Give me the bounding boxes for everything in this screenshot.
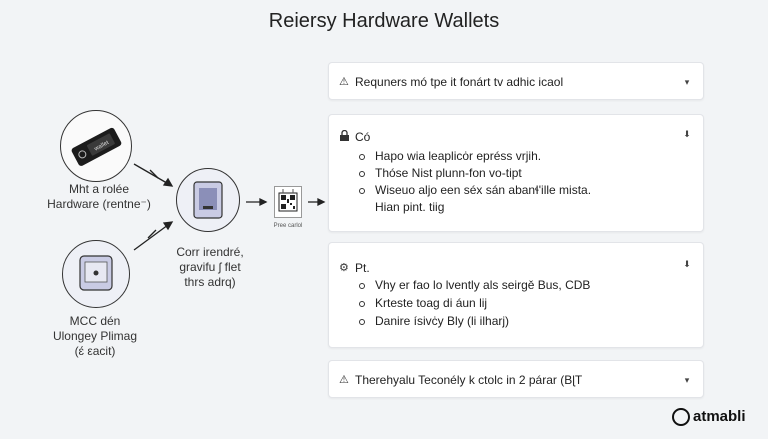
notice-1-text: Requners mó tpe it fonárt tv adhic icaol: [355, 75, 564, 89]
brand-logo: atmabli: [672, 408, 746, 427]
device-circle: [176, 168, 240, 232]
backup-circle: [62, 240, 130, 308]
phone-device-icon: [193, 181, 223, 219]
qr-code-icon: [278, 189, 298, 212]
download-icon[interactable]: ⬇: [683, 129, 691, 139]
caption-mid: Corr irendré, gravifu ʃ flet thrs adrq): [176, 245, 244, 289]
list-item: Krteste toag di áun lij: [359, 296, 487, 310]
warning-icon: ⚠: [339, 76, 349, 88]
pros-card[interactable]: Có ⬇ Hapo wia leaplicȯr epréss vrjih. Th…: [328, 114, 704, 232]
download-icon[interactable]: ⬇: [683, 259, 691, 269]
chevron-down-icon[interactable]: ▾: [684, 375, 690, 385]
gear-icon: ⚙: [339, 262, 349, 274]
warning-icon: ⚠: [339, 374, 349, 386]
list-item: Hapo wia leaplicȯr epréss vrjih.: [359, 149, 541, 163]
qr-code: [274, 186, 302, 218]
logo-mark-icon: [672, 408, 690, 427]
list-item: Danire ísivċy Bly (li ilharj): [359, 314, 509, 328]
pros-header: Có: [355, 130, 371, 144]
list-item: Thóse Nist plunn-fon vo-tipt: [359, 166, 522, 180]
list-item: Vhy er fao lo lvently als seirgě Bus, CD…: [359, 278, 590, 292]
hardware-wallet-icon: wallet: [71, 127, 122, 166]
caption-bottom: MCC dén Ulongey Plimag (ɛ́ εacit): [52, 314, 138, 358]
cons-card[interactable]: ⚙ Pt. ⬇ Vhy er fao lo lvently als seirgě…: [328, 242, 704, 348]
backup-device-icon: [79, 255, 113, 291]
cons-header: Pt.: [355, 261, 370, 275]
page-title: Reiersy Hardware Wallets: [268, 10, 500, 32]
pros-trailing-text: Hian pint. tiig: [375, 200, 445, 214]
qr-caption: Pree carlol: [273, 223, 303, 229]
notice-2-text: Therehyalu Teconély k ctolc in 2 párar (…: [355, 373, 583, 387]
notice-card-2[interactable]: ⚠ Therehyalu Teconély k ctolc in 2 párar…: [328, 360, 704, 398]
notice-card-1[interactable]: ⚠ Requners mó tpe it fonárt tv adhic ica…: [328, 62, 704, 100]
list-item: Wiseuo aljo een séx sán abanɬ'ille mista…: [359, 183, 591, 197]
hardware-wallet-circle: wallet: [60, 110, 132, 182]
caption-top: Mht a rolée Hardware (rentne⁻): [47, 182, 151, 211]
diagram-connectors: [133, 163, 326, 251]
lock-icon: [339, 129, 350, 144]
chevron-down-icon[interactable]: ▾: [684, 77, 690, 87]
